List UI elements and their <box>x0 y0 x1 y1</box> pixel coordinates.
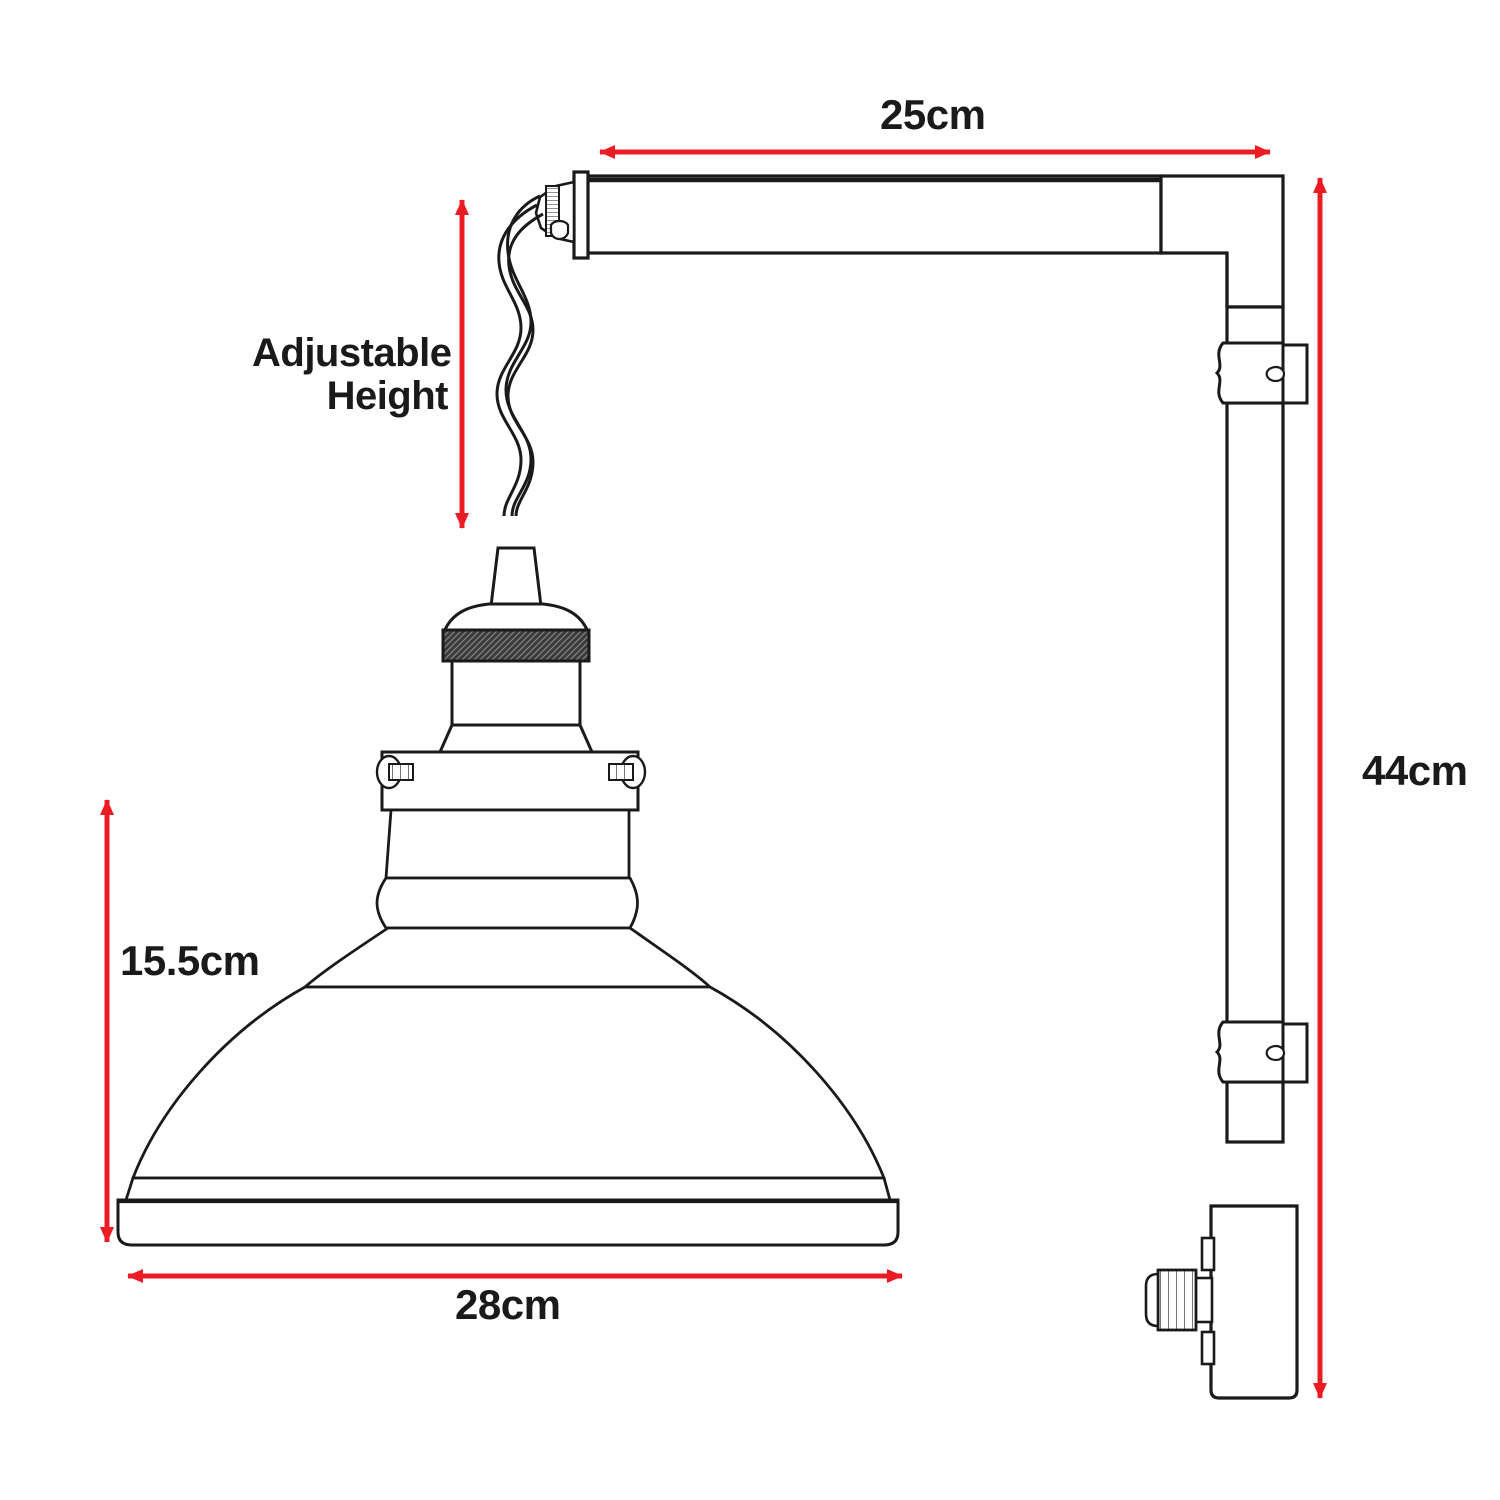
elbow-joint <box>1159 174 1285 309</box>
mount-lug-upper <box>1200 1236 1216 1272</box>
shade-collar <box>375 750 647 812</box>
mount-lug-lower <box>1200 1330 1216 1366</box>
adjustable-height-label: Adjustable Height <box>252 331 452 419</box>
connector-screw <box>549 219 570 241</box>
wall-mount-base <box>1144 1204 1299 1400</box>
shade-height-label: 15.5cm <box>120 937 260 984</box>
elbow-outer <box>1159 174 1285 309</box>
arm-end-collar <box>572 170 590 260</box>
rim-band <box>116 1198 900 1247</box>
thumbscrew-knurled-head <box>1156 1268 1198 1332</box>
shade-neck <box>375 808 639 930</box>
shade-dome <box>124 926 892 1202</box>
dome-body <box>130 985 887 1180</box>
shade-collar-screw-left <box>375 754 414 790</box>
post-mid-segment <box>1225 401 1285 1030</box>
arm-reach-label: 25cm <box>880 91 986 138</box>
lower-clamp-collar <box>1214 1020 1309 1084</box>
horizontal-arm <box>572 170 1163 260</box>
cord-strand-b <box>506 212 544 517</box>
upper-collar-nub <box>1265 365 1286 383</box>
strain-relief-cone <box>489 546 543 608</box>
shade-collar-screw-right <box>608 754 647 790</box>
arm-tube <box>584 174 1163 255</box>
screw-shank-left <box>388 763 414 781</box>
collar-band <box>380 750 640 812</box>
knurled-ring <box>441 628 591 663</box>
shade-bottom-rim <box>116 1198 900 1247</box>
twisted-fabric-cord <box>495 194 544 517</box>
upper-collar-tab <box>1281 343 1309 405</box>
dome-upper-flare <box>301 926 714 989</box>
screw-shank-right <box>608 763 634 781</box>
cord-strand-c <box>495 203 538 517</box>
lower-collar-nub <box>1265 1044 1286 1062</box>
socket-barrel <box>450 659 582 727</box>
shade-width-label: 28cm <box>455 1281 561 1328</box>
cord-swivel-connector <box>534 180 576 244</box>
neck-lower-band <box>375 876 639 930</box>
lamp-holder <box>437 602 595 754</box>
upper-clamp-collar <box>1214 341 1309 405</box>
holder-dome-top <box>441 602 591 634</box>
upper-collar-body <box>1214 341 1285 405</box>
socket-taper <box>437 723 595 754</box>
dimension-lines <box>100 145 1327 1399</box>
lower-collar-tab <box>1281 1022 1309 1084</box>
mount-body <box>1209 1204 1299 1400</box>
knurled-thumbscrew <box>1144 1268 1214 1332</box>
thumbscrew-cap <box>1144 1272 1160 1328</box>
post-lower-segment <box>1225 1080 1285 1144</box>
vertical-post <box>1225 305 1285 1144</box>
lower-collar-body <box>1214 1020 1285 1084</box>
cord-strand-a <box>504 194 541 517</box>
total-height-label: 44cm <box>1362 747 1468 794</box>
dome-lower-edge <box>124 1176 892 1202</box>
neck-upper-band <box>384 808 631 880</box>
